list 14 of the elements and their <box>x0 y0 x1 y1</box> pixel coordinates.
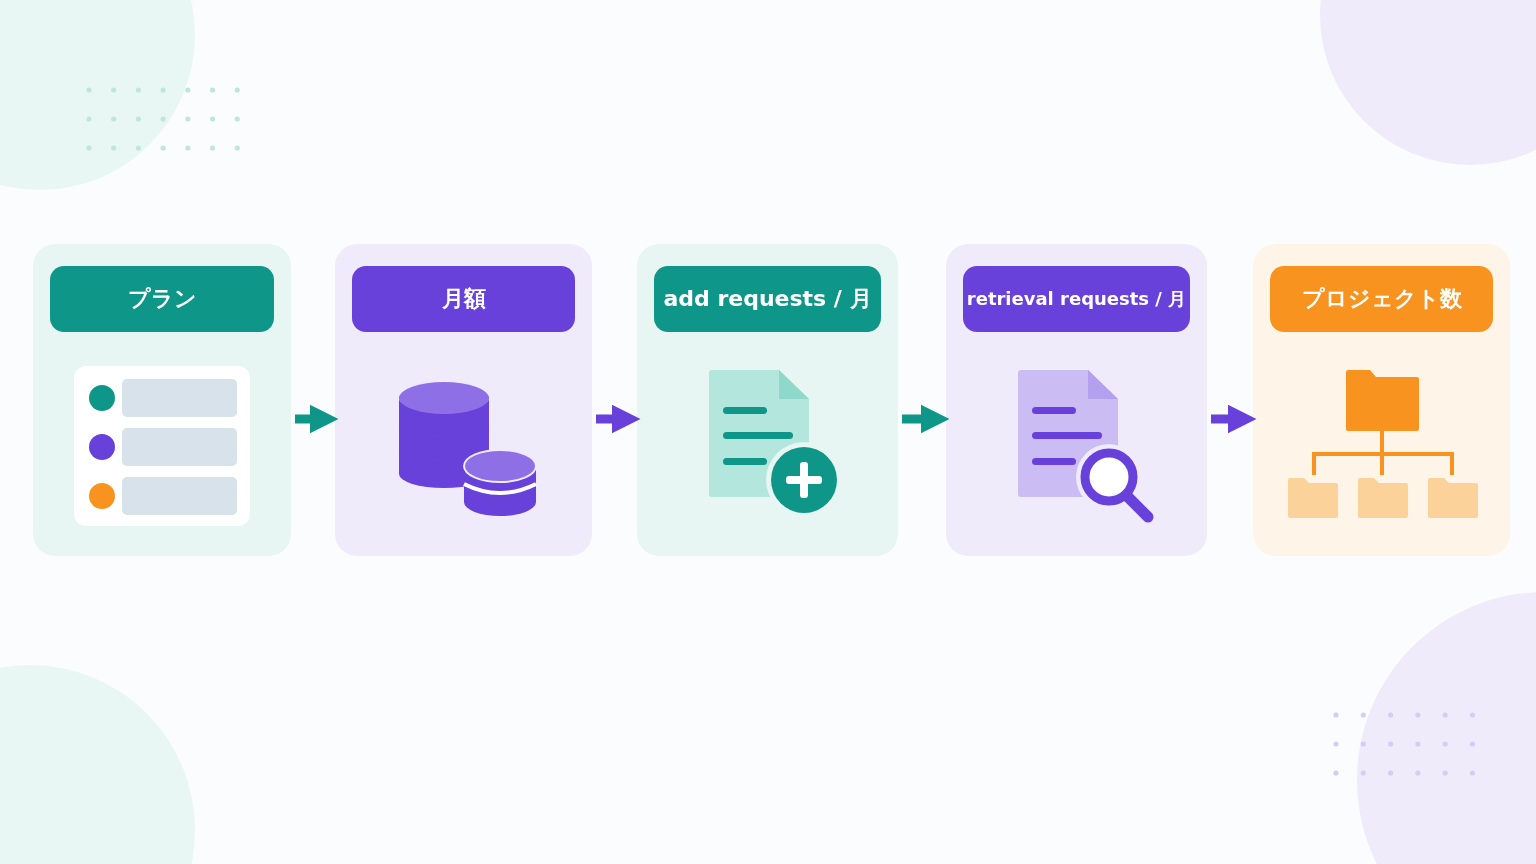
step-header: retrieval requests / 月 <box>963 266 1190 332</box>
step-card <box>33 244 291 556</box>
step-header: 月額 <box>352 266 575 332</box>
arrow <box>596 404 641 434</box>
step-header: プラン <box>50 266 274 332</box>
step-card <box>637 244 898 556</box>
step-card <box>946 244 1207 556</box>
arrow <box>295 404 339 434</box>
step-header: add requests / 月 <box>654 266 881 332</box>
arrow <box>1211 404 1257 434</box>
step-card <box>1253 244 1510 556</box>
step-card <box>335 244 592 556</box>
arrow <box>902 404 950 434</box>
step-header: プロジェクト数 <box>1270 266 1493 332</box>
